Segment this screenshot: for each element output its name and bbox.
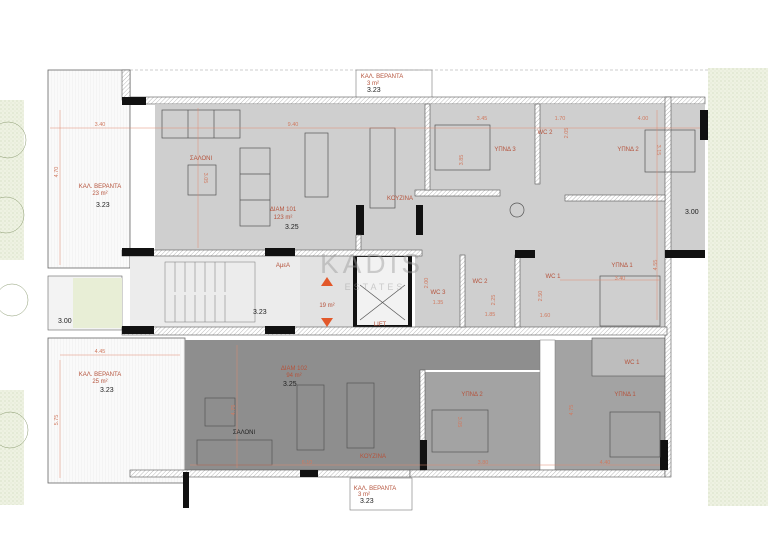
garden-right bbox=[708, 68, 768, 506]
dim: 9.40 bbox=[288, 122, 299, 128]
dim: 4.45 bbox=[95, 349, 106, 355]
dim: 4.00 bbox=[638, 116, 649, 122]
veranda-top-small bbox=[355, 69, 433, 101]
apt-101-wc2-label: WC 2 bbox=[538, 130, 554, 136]
veranda-2-name: ΚΑΛ. ΒΕΡΑΝΤΑ bbox=[361, 74, 403, 80]
stair-level: 3.23 bbox=[253, 309, 267, 316]
apt-101-area: 123 m² bbox=[274, 215, 293, 221]
apt-101-wc1-label: WC 1 bbox=[546, 274, 562, 280]
stairs bbox=[164, 261, 256, 323]
veranda-2-level: 3.23 bbox=[367, 87, 381, 94]
dim: 3.15 bbox=[655, 145, 661, 156]
veranda-3-area: 25 m² bbox=[92, 379, 107, 385]
veranda-3-name: ΚΑΛ. ΒΕΡΑΝΤΑ bbox=[79, 372, 121, 378]
veranda-bottom-small bbox=[349, 477, 413, 511]
dim: 1.35 bbox=[433, 300, 444, 306]
dim: 4.40 bbox=[600, 460, 611, 466]
apt-101-wc2b-label: WC 2 bbox=[473, 279, 489, 285]
dimension-lines bbox=[50, 108, 700, 478]
apt-101-bed3-label: ΥΠΝΔ 3 bbox=[494, 147, 516, 153]
dim: 1.70 bbox=[555, 116, 566, 122]
kadis-estates-watermark: KADIS ESTATES bbox=[320, 248, 424, 292]
dim: 5.75 bbox=[54, 415, 60, 426]
veranda-4-level: 3.23 bbox=[360, 498, 374, 505]
dim: 1.85 bbox=[485, 312, 496, 318]
dim: 4.75 bbox=[569, 405, 575, 416]
dim: 4.70 bbox=[54, 167, 60, 178]
veranda-4-name: ΚΑΛ. ΒΕΡΑΝΤΑ bbox=[354, 486, 396, 492]
stair-well-mesh bbox=[73, 278, 122, 328]
apt-101-bed1-label: ΥΠΝΔ 1 bbox=[611, 263, 633, 269]
dim: 3.80 bbox=[478, 460, 489, 466]
dim: 3.05 bbox=[456, 417, 462, 428]
garden-left-top bbox=[0, 100, 24, 260]
dim: 3.45 bbox=[477, 116, 488, 122]
apt-102-bedroom-2 bbox=[425, 372, 540, 470]
veranda-1-area: 23 m² bbox=[92, 191, 107, 197]
lift-label: LIFT bbox=[374, 322, 387, 328]
dim: 6.10 bbox=[302, 460, 313, 466]
apt-102-bed1-label: ΥΠΝΔ 1 bbox=[614, 392, 636, 398]
veranda-2-area: 3 m² bbox=[367, 81, 379, 87]
light-well-level: 3.00 bbox=[58, 318, 72, 325]
dim: 3.05 bbox=[202, 173, 208, 184]
garden-left-bottom bbox=[0, 390, 24, 505]
apt-102-kitchen-label: ΚΟΥΖΙΝΑ bbox=[360, 454, 386, 460]
svg-text:KADIS: KADIS bbox=[320, 248, 424, 279]
dim: 2.05 bbox=[564, 128, 570, 139]
lobby bbox=[300, 255, 355, 330]
apt-102-wc1-label: WC 1 bbox=[625, 360, 641, 366]
dim: 3.40 bbox=[95, 122, 106, 128]
svg-text:ESTATES: ESTATES bbox=[345, 282, 406, 292]
apt-102-wc-1 bbox=[591, 337, 666, 377]
apt-101-wc3-label: WC 3 bbox=[431, 290, 447, 296]
arrow-down-icon bbox=[321, 318, 333, 327]
apt-101-name: ΔΙΑΜ 101 bbox=[270, 207, 297, 213]
lobby-area: 19 m² bbox=[319, 303, 334, 309]
walls bbox=[121, 69, 708, 508]
dim: 3.40 bbox=[615, 276, 626, 282]
veranda-3-level: 3.23 bbox=[100, 387, 114, 394]
dim: 4.75 bbox=[231, 405, 237, 416]
apt-101-kitchen-label: ΚΟΥΖΙΝΑ bbox=[387, 196, 413, 202]
storage-label: ΑμεΑ bbox=[276, 263, 290, 269]
apt-102-living-label: ΣΑΛΟΝΙ bbox=[233, 430, 256, 436]
apt-102-corridor bbox=[420, 340, 540, 370]
arrow-up-icon bbox=[321, 277, 333, 286]
veranda-1-name: ΚΑΛ. ΒΕΡΑΝΤΑ bbox=[79, 184, 121, 190]
veranda-bottom-left bbox=[47, 337, 186, 484]
apt-102-bed2-label: ΥΠΝΔ 2 bbox=[461, 392, 483, 398]
dim: 2.50 bbox=[538, 291, 544, 302]
apt-102-level: 3.25 bbox=[283, 381, 297, 388]
right-level: 3.00 bbox=[685, 209, 699, 216]
apt-101-level: 3.25 bbox=[285, 224, 299, 231]
veranda-top-left bbox=[47, 69, 131, 269]
dim: 1.60 bbox=[540, 313, 551, 319]
veranda-4-area: 3 m² bbox=[358, 492, 370, 498]
lift-cross bbox=[359, 284, 406, 321]
veranda-1-level: 3.23 bbox=[96, 202, 110, 209]
apt-101-bed2-label: ΥΠΝΔ 2 bbox=[617, 147, 639, 153]
apartment-102 bbox=[185, 340, 420, 470]
tree-icon bbox=[0, 121, 29, 449]
dim: 2.00 bbox=[424, 278, 430, 289]
dim: 2.25 bbox=[491, 295, 497, 306]
apt-101-living-label: ΣΑΛΟΝΙ bbox=[190, 156, 213, 162]
apt-102-name: ΔΙΑΜ 102 bbox=[281, 366, 308, 372]
dim: 3.85 bbox=[459, 155, 465, 166]
dim: 4.55 bbox=[653, 260, 659, 271]
apt-102-area: 94 m² bbox=[286, 373, 301, 379]
